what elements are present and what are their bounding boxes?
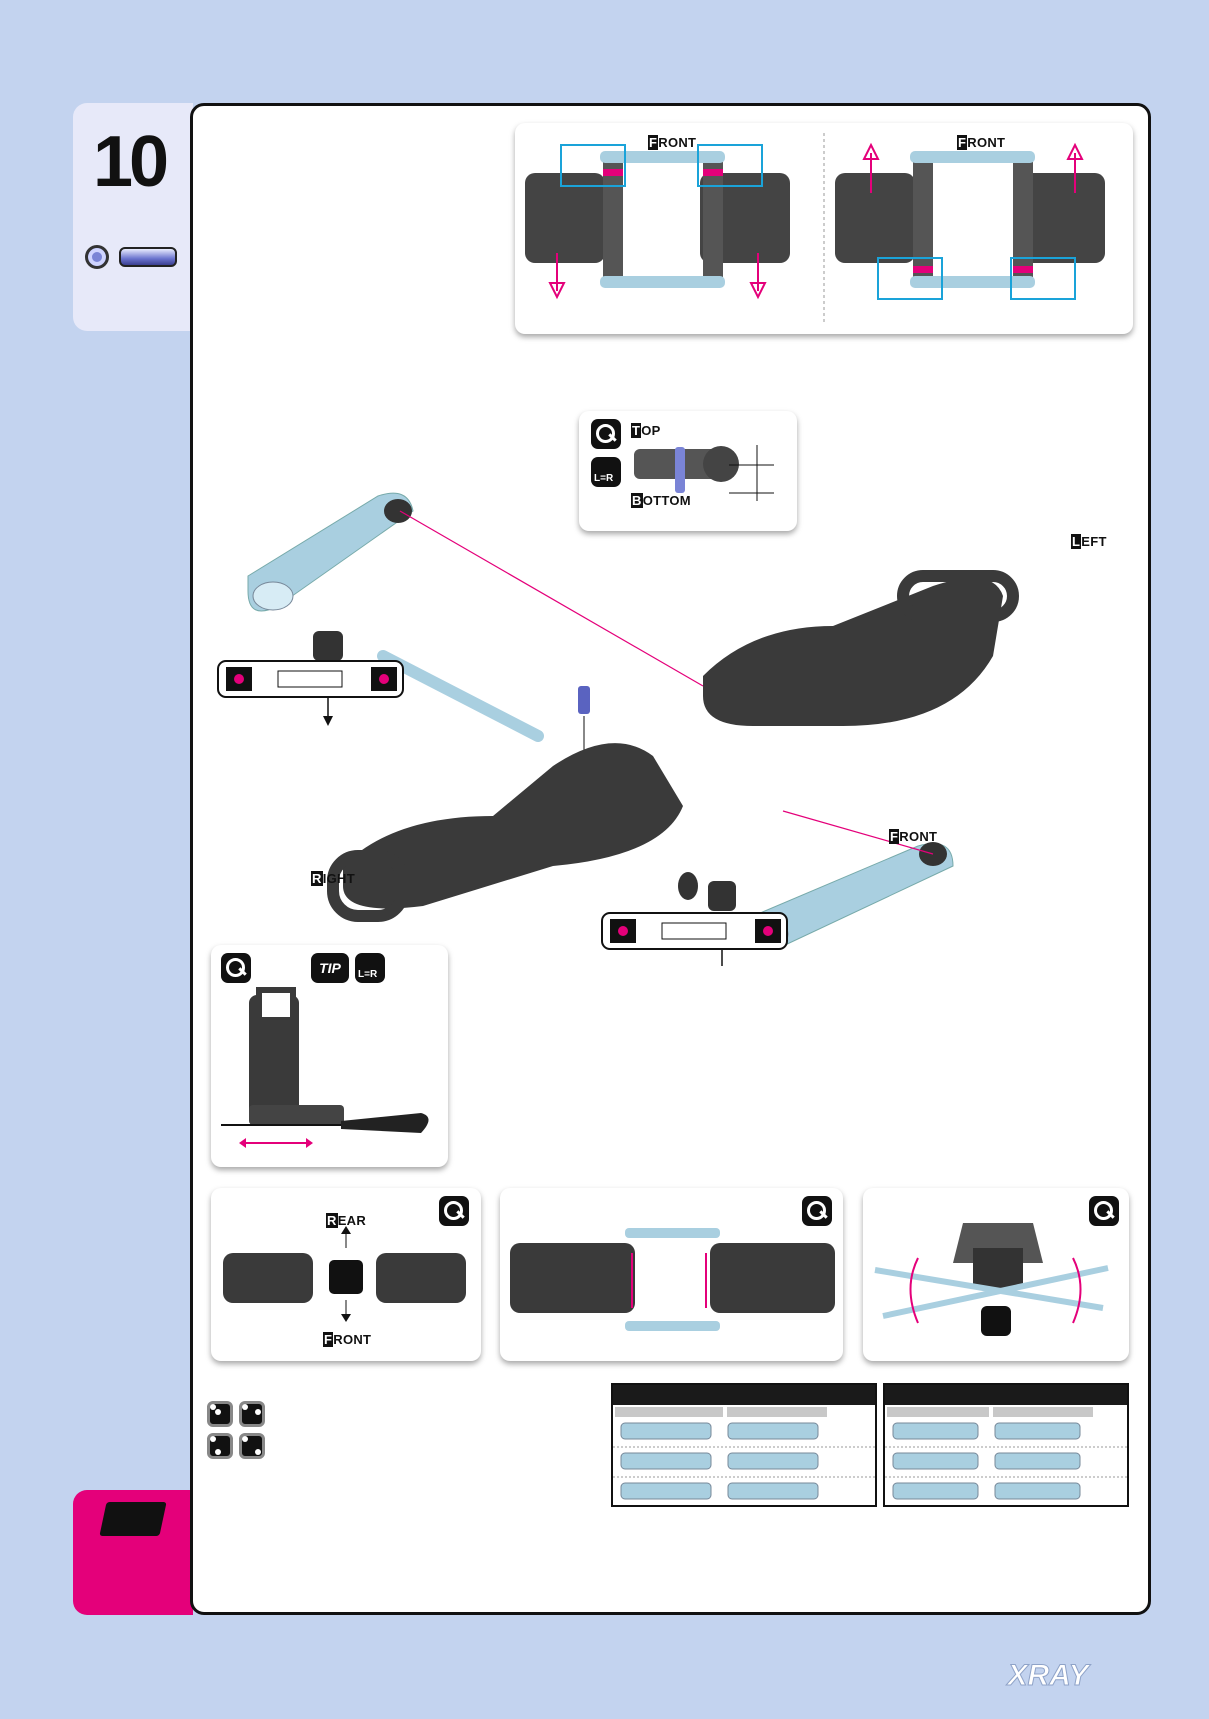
right-label: RIGHT <box>311 871 355 886</box>
position-chip-3 <box>207 1433 233 1459</box>
front-position-plate <box>600 911 800 951</box>
rear-front-orientation-card: REAR FRONT <box>211 1188 481 1361</box>
front-label-1: FRONT <box>648 135 696 150</box>
tip-illustration <box>211 945 448 1167</box>
front-arms-illustration <box>515 123 1133 334</box>
front-label-2: FRONT <box>957 135 1005 150</box>
holder-table-2 <box>883 1383 1129 1507</box>
rear-position-plate <box>216 659 416 699</box>
front-view-card: FRONT FRONT <box>515 123 1133 334</box>
nut-part-icon <box>85 245 109 269</box>
tip-card: TIP L=R <box>211 945 448 1167</box>
table-subheader <box>993 1407 1093 1417</box>
step-tab: 10 <box>73 103 193 331</box>
left-label: LEFT <box>1071 534 1107 549</box>
position-dot <box>255 1449 261 1455</box>
chassis-swing-card <box>863 1188 1129 1361</box>
orientation-illustration <box>211 1188 481 1361</box>
table-subheader <box>887 1407 989 1417</box>
spacing-illustration <box>500 1188 843 1361</box>
table-header <box>613 1385 875 1405</box>
set-up-book-logo <box>99 1502 166 1536</box>
position-dot <box>215 1409 221 1415</box>
position-chip-1 <box>207 1401 233 1427</box>
position-dot <box>255 1409 261 1415</box>
table-subheader <box>615 1407 723 1417</box>
position-chip-2 <box>239 1401 265 1427</box>
front-label-3: FRONT <box>889 829 937 844</box>
holder-rows <box>613 1417 875 1507</box>
position-chip-4 <box>239 1433 265 1459</box>
step-number: 10 <box>93 121 165 203</box>
spacing-detail-card <box>500 1188 843 1361</box>
table-header <box>885 1385 1127 1405</box>
instruction-panel: FRONT FRONT L=R TOP BOTTOM <box>190 103 1151 1615</box>
holder-table-1 <box>611 1383 877 1507</box>
position-dot <box>215 1449 221 1455</box>
set-up-book-tab <box>73 1490 193 1615</box>
xray-logo: XRAY <box>948 1660 1151 1690</box>
chassis-swing-illustration <box>863 1188 1129 1361</box>
table-subheader <box>727 1407 827 1417</box>
pin-part-icon <box>119 247 177 267</box>
holder-rows <box>885 1417 1127 1507</box>
xray-logo-text: XRAY <box>1005 1660 1091 1690</box>
